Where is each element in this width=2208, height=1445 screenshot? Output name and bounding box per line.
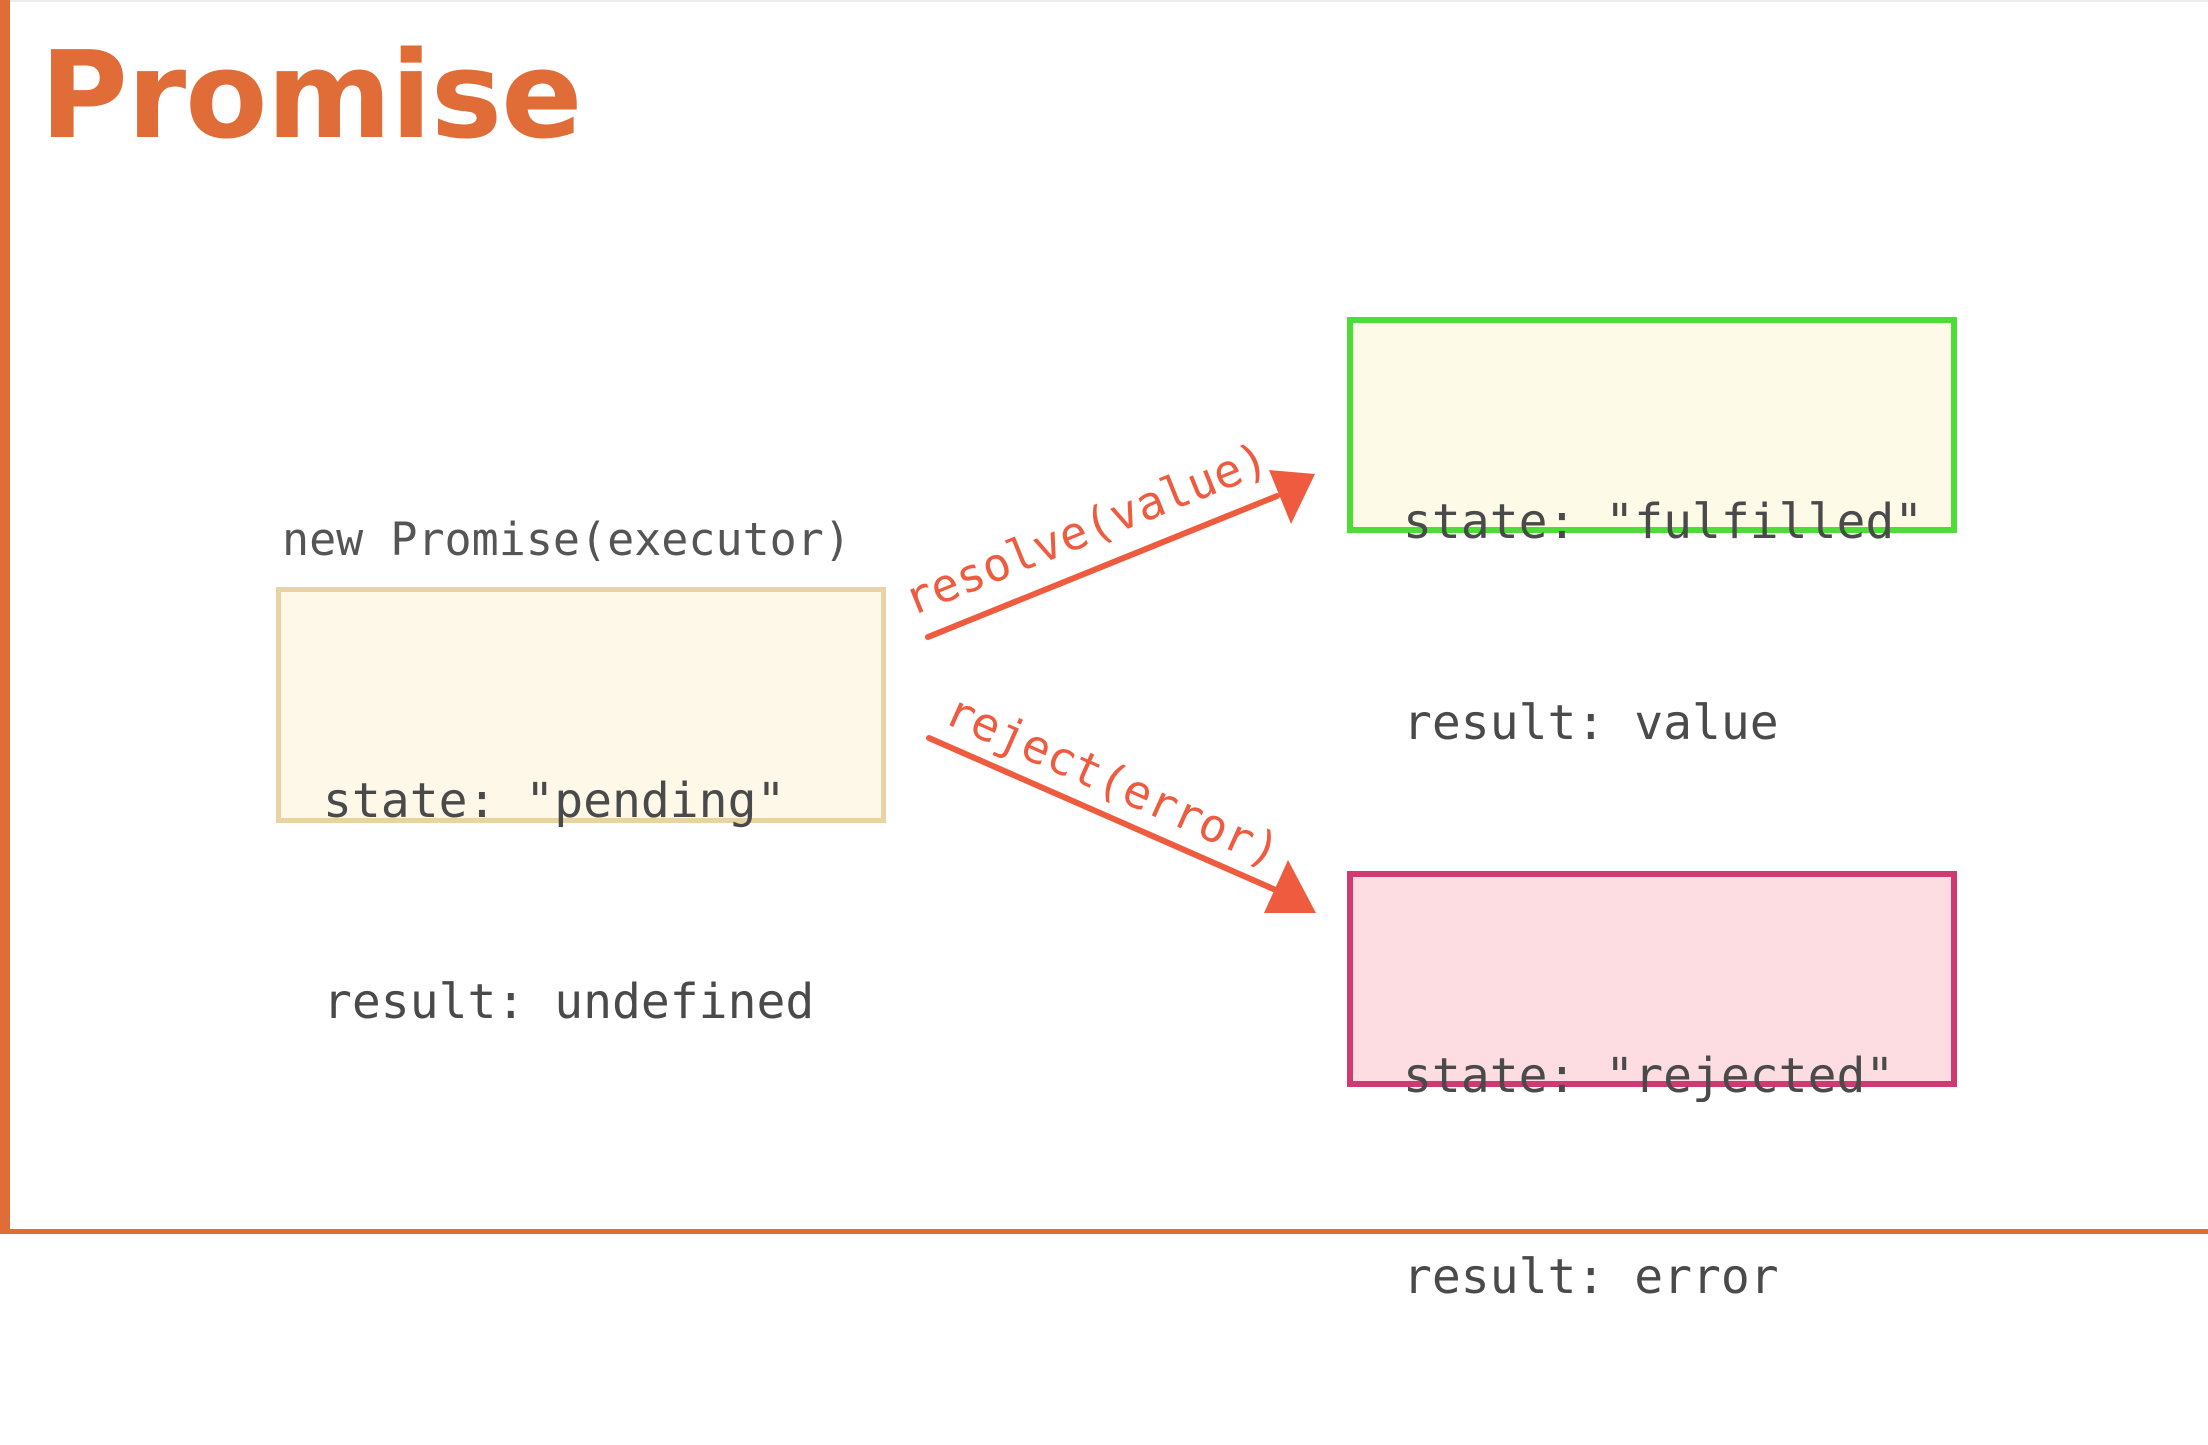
top-divider [10,0,2208,2]
slide-title: Promise [40,27,583,166]
reject-arrow-label: reject(error) [938,683,1289,879]
left-accent-bar [0,0,10,1234]
resolve-arrow-label: resolve(value) [896,431,1276,626]
pending-state-line: state: "pending" [323,773,786,829]
pending-result-line: result: undefined [323,974,815,1030]
resolve-arrow: resolve(value) [896,431,1315,640]
reject-arrow-head [1264,860,1316,913]
bottom-divider [10,1229,2208,1234]
reject-arrow: reject(error) [926,683,1316,913]
reject-arrow-line [926,735,1281,894]
fulfilled-state-box: state: "fulfilled" result: value [1347,317,1957,751]
rejected-state-box: state: "rejected" result: error [1347,871,1957,1305]
rejected-result-line: result: error [1403,1249,1779,1305]
transition-arrows: resolve(value) reject(error) [896,431,1316,913]
fulfilled-result-line: result: value [1403,695,1779,751]
rejected-state-line: state: "rejected" [1403,1048,1895,1104]
slide: Promise new Promise(executor) state: "pe… [0,0,2208,1305]
resolve-arrow-head [1269,470,1315,524]
fulfilled-state-line: state: "fulfilled" [1403,494,1924,550]
constructor-caption: new Promise(executor) [282,513,851,566]
resolve-arrow-line [925,493,1280,640]
pending-state-box: state: "pending" result: undefined [276,587,886,1030]
